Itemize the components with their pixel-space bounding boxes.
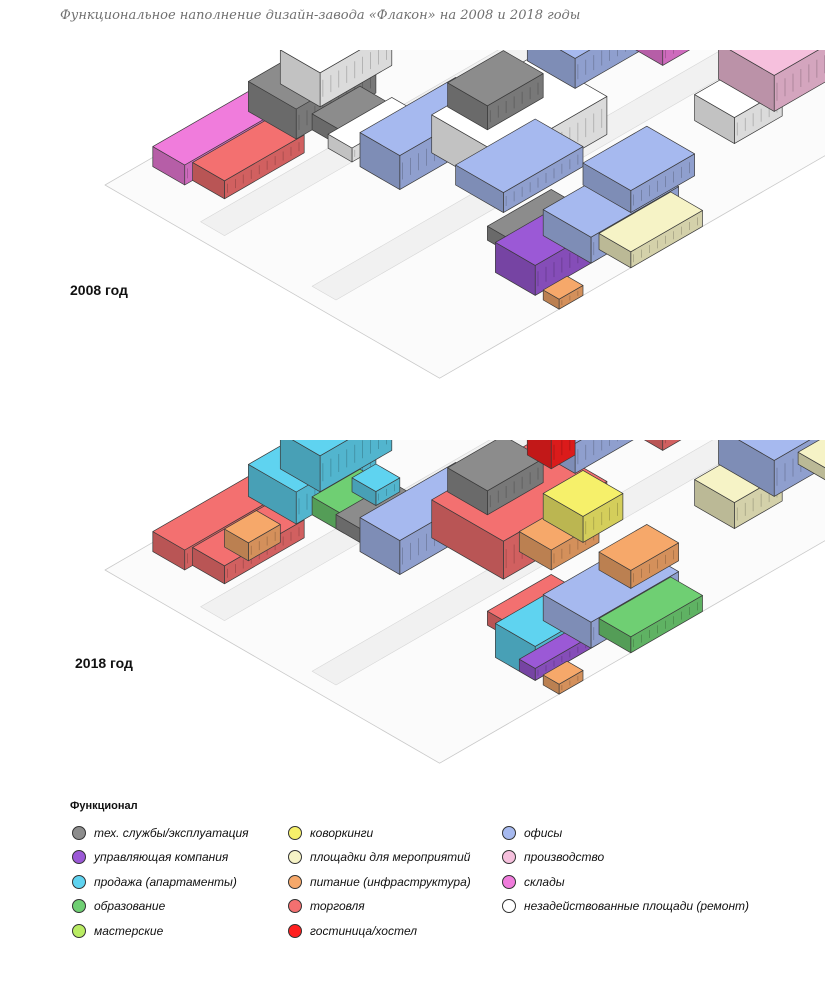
legend-label: незадействованные площади (ремонт) [524,899,750,913]
legend-label: питание (инфраструктура) [310,875,471,889]
map-2018 [0,440,825,810]
building-roof [224,510,281,544]
building-roof [192,116,305,182]
legend-swatch [72,924,86,938]
legend-item: офисы [502,826,562,840]
building-roof [542,470,624,517]
legend-item: производство [502,850,604,864]
legend-item: торговля [288,899,365,913]
legend-item: склады [502,875,565,889]
building-roof [598,191,703,253]
legend-swatch [72,826,86,840]
legend-label: тех. службы/эксплуатация [94,826,249,840]
legend-swatch [72,875,86,889]
legend-label: образование [94,899,166,913]
legend-label: офисы [524,826,563,840]
legend-swatch [288,826,302,840]
legend-label: гостиница/хостел [310,924,417,938]
legend-label: площадки для мероприятий [310,850,471,864]
isometric-map-2008 [104,50,825,379]
building-face [635,50,664,66]
legend-title: Функционал [70,800,138,812]
map-2008 [0,50,825,430]
legend-swatch [502,826,516,840]
legend-label: продажа (апартаменты) [94,875,237,889]
building-roof [729,50,819,76]
building-roof [738,440,811,461]
legend-item: площадки для мероприятий [288,850,470,864]
legend-item: гостиница/хостел [288,924,417,938]
legend-item: продажа (апартаменты) [72,875,237,889]
legend-swatch [288,875,302,889]
building-roof [582,125,695,191]
legend-swatch [502,850,516,864]
legend-item: питание (инфраструктура) [288,875,471,889]
legend-swatch [72,899,86,913]
legend-item: мастерские [72,924,163,938]
legend-item: незадействованные площади (ремонт) [502,899,749,913]
legend-label: управляющая компания [94,850,229,864]
legend-swatch [502,899,516,913]
legend-swatch [502,875,516,889]
legend-swatch [288,924,302,938]
building-face [526,440,552,470]
legend-item: образование [72,899,165,913]
legend-swatch [288,850,302,864]
page-title: Функциональное наполнение дизайн-завода … [60,8,581,23]
building-roof [542,660,584,685]
isometric-map-2018 [104,440,825,764]
legend-item: тех. службы/эксплуатация [72,826,249,840]
legend-swatch [72,850,86,864]
building-roof [351,463,401,492]
legend-label: производство [524,850,605,864]
building-roof [280,50,361,74]
building-roof [598,576,703,638]
building-face [643,440,664,451]
legend-label: торговля [310,899,365,913]
legend-label: склады [524,875,565,889]
legend-item: управляющая компания [72,850,228,864]
legend-label: коворкинги [310,826,374,840]
legend-label: мастерские [94,924,164,938]
building-roof [598,524,679,571]
year-label-2018: 2018 год [75,655,133,671]
legend-swatch [288,899,302,913]
building-roof [447,50,544,107]
building-face [662,440,682,451]
building-roof [455,118,584,193]
building-roof [559,50,591,59]
year-label-2008: 2008 год [70,282,128,298]
building-roof [542,275,584,300]
building-roof [292,440,349,457]
legend-item: коворкинги [288,826,373,840]
